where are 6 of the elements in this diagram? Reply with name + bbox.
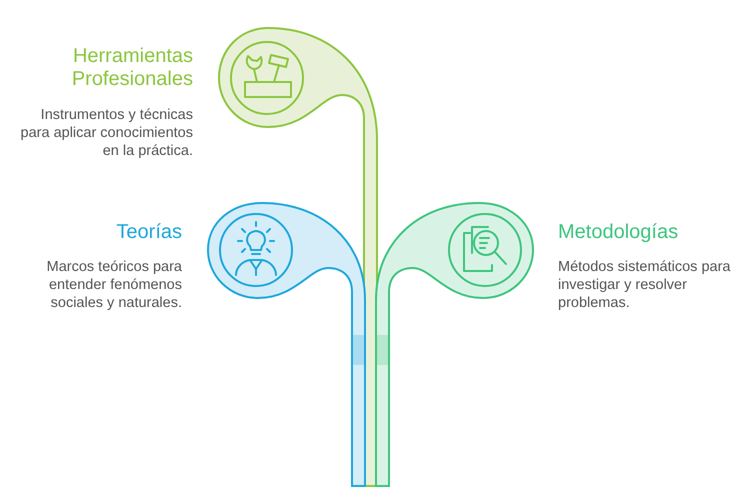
description-text: Marcos teóricos para entender fenómenos sociales y naturales. <box>46 258 182 312</box>
section-title: Herramientas Profesionales <box>70 45 193 91</box>
description-text: Métodos sistemáticos para investigar y resolver problemas. <box>558 258 732 312</box>
section-title: Metodologías <box>558 221 680 244</box>
section-title: Teorías <box>115 221 182 244</box>
description-text: Instrumentos y técnicas para aplicar conocimientos en la práctica. <box>20 106 193 160</box>
